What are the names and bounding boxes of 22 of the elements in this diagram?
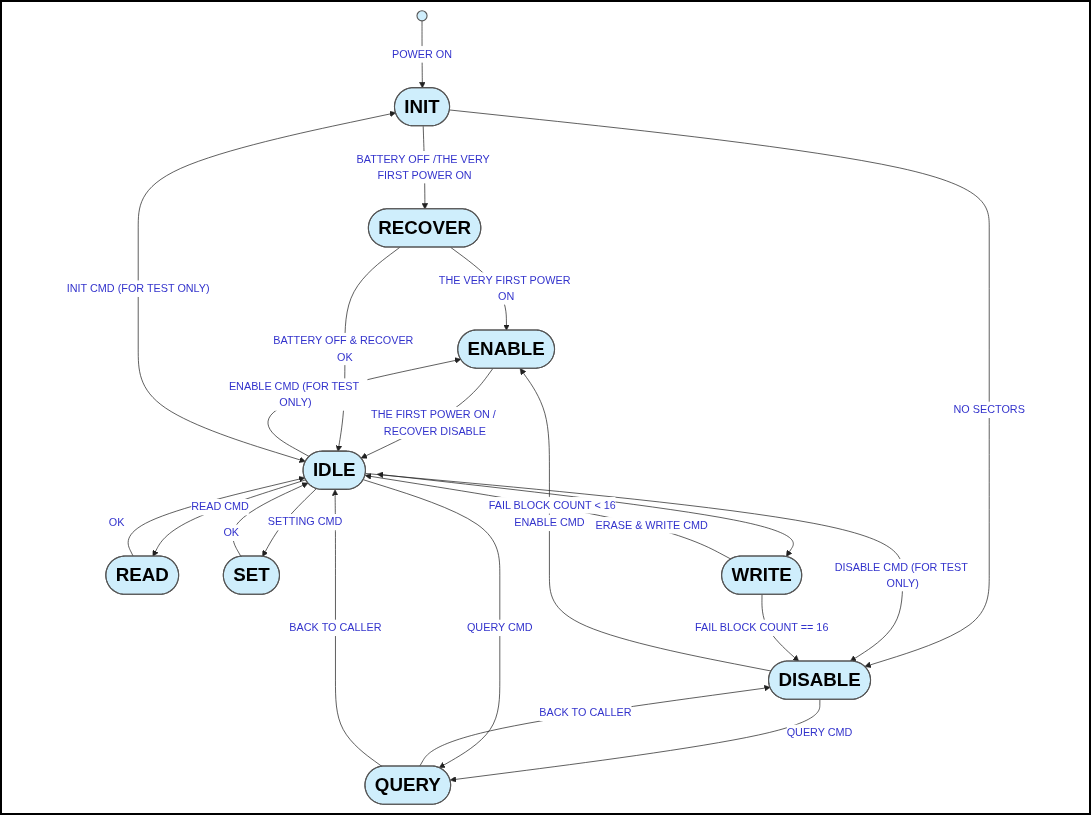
edge-label: BATTERY OFF /THE VERY FIRST POWER ON bbox=[356, 152, 490, 181]
edge-label: ENABLE CMD (FOR TEST ONLY) bbox=[228, 379, 359, 409]
edge-label: SETTING CMD bbox=[267, 515, 342, 528]
edge-label: OK bbox=[108, 516, 125, 529]
edge-label: ERASE & WRITE CMD bbox=[595, 518, 708, 531]
edge-label: FAIL BLOCK COUNT == 16 bbox=[694, 621, 829, 634]
edge-label: NO SECTORS bbox=[953, 402, 1025, 416]
edge-label: READ CMD bbox=[190, 500, 249, 513]
edge-label: QUERY CMD bbox=[786, 725, 853, 739]
node-circle bbox=[416, 10, 428, 22]
edge-label: QUERY CMD bbox=[466, 621, 533, 634]
edge-label: THE FIRST POWER ON / RECOVER DISABLE bbox=[370, 408, 496, 437]
edge-label: DISABLE CMD (FOR TEST ONLY) bbox=[834, 560, 968, 589]
edge-label: THE VERY FIRST POWER ON bbox=[438, 273, 571, 303]
edge-label: ENABLE CMD bbox=[513, 516, 585, 529]
edge-label: INIT CMD (FOR TEST ONLY) bbox=[66, 281, 210, 295]
edge-label: BACK TO CALLER bbox=[289, 621, 382, 634]
edge-label: BATTERY OFF & RECOVER OK bbox=[273, 334, 414, 363]
edge-label: POWER ON bbox=[391, 47, 452, 60]
edge-label: BACK TO CALLER bbox=[538, 705, 632, 719]
edge-label: OK bbox=[223, 525, 239, 539]
edge-label: FAIL BLOCK COUNT < 16 bbox=[488, 498, 616, 511]
